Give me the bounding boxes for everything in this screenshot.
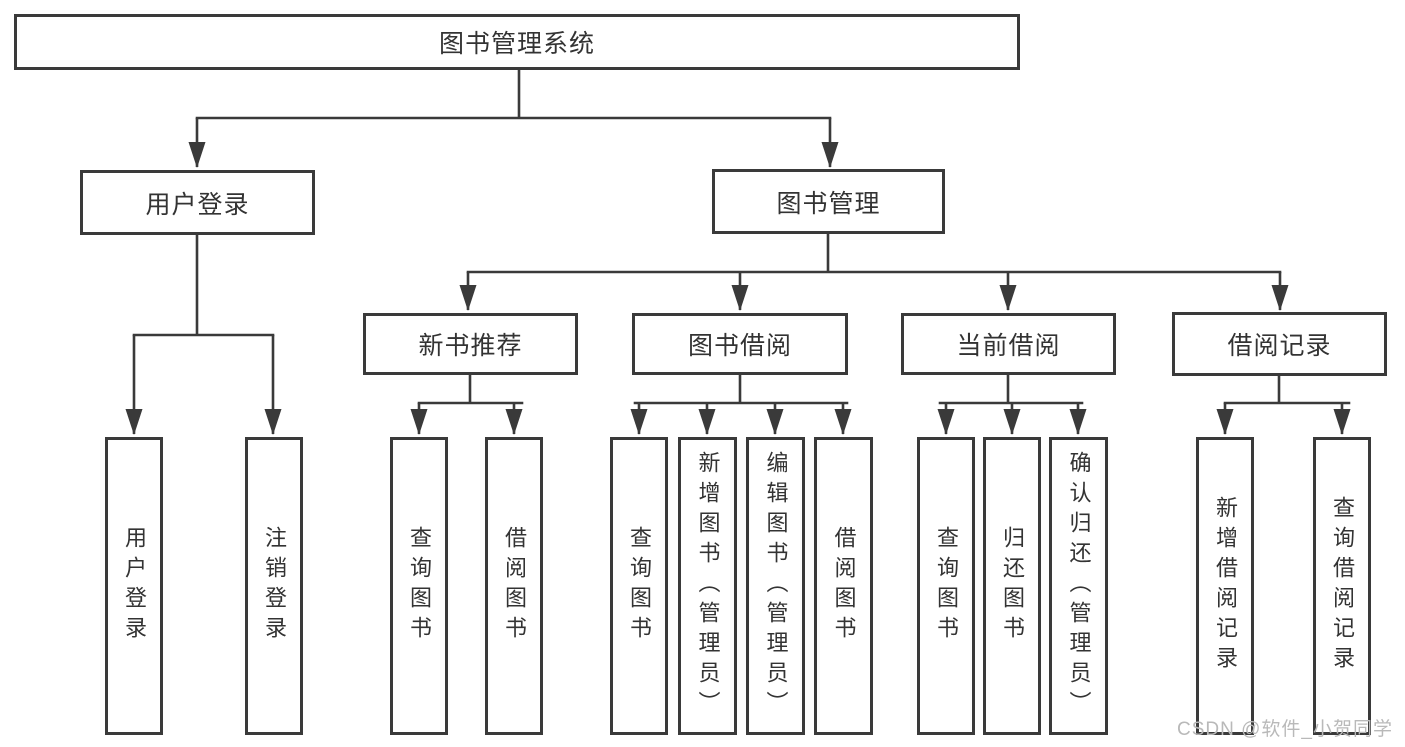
node-label: 借阅记录	[1227, 332, 1332, 360]
leaf-confirm-return-admin: 确认归还（管理员）	[1049, 437, 1108, 735]
node-label: 查询借阅记录	[1330, 496, 1355, 676]
node-label: 用户登录	[122, 526, 147, 646]
leaf-user-login: 用户登录	[105, 437, 163, 735]
node-label: 查询图书	[627, 526, 652, 646]
node-label: 新增图书（管理员）	[695, 451, 721, 721]
node-label: 编辑图书（管理员）	[763, 451, 789, 721]
node-label: 归还图书	[1000, 526, 1025, 646]
leaf-query-books-current: 查询图书	[917, 437, 975, 735]
node-label: 查询图书	[407, 526, 432, 646]
node-label: 图书管理系统	[438, 30, 595, 58]
node-label: 确认归还（管理员）	[1066, 451, 1092, 721]
node-label: 图书借阅	[687, 332, 792, 360]
node-label: 用户登录	[145, 190, 250, 219]
leaf-add-book-admin: 新增图书（管理员）	[678, 437, 737, 735]
leaf-add-borrow-record: 新增借阅记录	[1196, 437, 1254, 735]
node-label: 新书推荐	[418, 332, 523, 360]
node-label: 借阅图书	[831, 526, 857, 646]
leaf-borrow-books: 借阅图书	[814, 437, 873, 735]
node-label: 当前借阅	[956, 332, 1061, 360]
node-user-login: 用户登录	[80, 170, 315, 235]
node-label: 新增借阅记录	[1213, 496, 1238, 676]
leaf-query-borrow-record: 查询借阅记录	[1313, 437, 1371, 735]
node-book-management: 图书管理	[712, 169, 945, 234]
leaf-logout: 注销登录	[245, 437, 303, 735]
leaf-return-books: 归还图书	[983, 437, 1041, 735]
node-library-management-system: 图书管理系统	[14, 14, 1020, 70]
node-current-borrow: 当前借阅	[901, 313, 1116, 375]
csdn-watermark: CSDN @软件_小贺同学	[1177, 719, 1393, 740]
leaf-edit-book-admin: 编辑图书（管理员）	[746, 437, 805, 735]
node-book-borrow: 图书借阅	[632, 313, 848, 375]
leaf-query-books-recommend: 查询图书	[390, 437, 448, 735]
node-label: 图书管理	[776, 189, 881, 218]
node-label: 注销登录	[262, 526, 287, 646]
node-borrow-records: 借阅记录	[1172, 312, 1387, 376]
node-label: 查询图书	[934, 526, 959, 646]
leaf-borrow-books-recommend: 借阅图书	[485, 437, 543, 735]
node-new-book-recommend: 新书推荐	[363, 313, 578, 375]
leaf-query-books-borrow: 查询图书	[610, 437, 668, 735]
node-label: 借阅图书	[502, 526, 527, 646]
